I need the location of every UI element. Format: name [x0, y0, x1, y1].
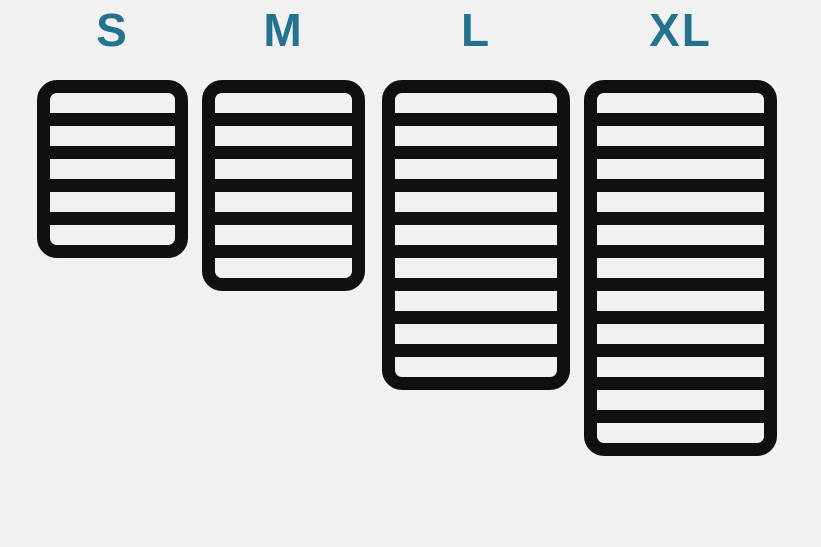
- size-column-m: M: [202, 0, 365, 291]
- slat-gap-row: [50, 192, 175, 212]
- slat-gap-row: [215, 93, 352, 113]
- slat-gap-row: [597, 126, 764, 146]
- rack-m: [202, 80, 365, 291]
- slat-gap-row: [215, 192, 352, 212]
- slat-gap-row: [395, 357, 557, 377]
- slat-gap-row: [50, 126, 175, 146]
- slat-gap-row: [597, 324, 764, 344]
- slat-gap-row: [215, 126, 352, 146]
- slat-gap-row: [395, 225, 557, 245]
- slat-gap-row: [597, 258, 764, 278]
- slat-gap-row: [395, 159, 557, 179]
- size-label-m: M: [263, 4, 304, 56]
- size-label-l: L: [460, 4, 492, 56]
- slat-gap-row: [597, 159, 764, 179]
- slat-gap-row: [395, 93, 557, 113]
- size-column-l: L: [382, 0, 570, 390]
- slat-gap-row: [395, 126, 557, 146]
- slat-gap-row: [50, 225, 175, 245]
- size-label-xl: XL: [649, 4, 712, 56]
- slat-gap-row: [395, 291, 557, 311]
- rack-l: [382, 80, 570, 390]
- slat-gap-row: [215, 258, 352, 278]
- rack-s: [37, 80, 188, 258]
- slat-gap-row: [597, 423, 764, 443]
- slat-gap-row: [50, 159, 175, 179]
- slat-gap-row: [597, 357, 764, 377]
- slat-gap-row: [597, 225, 764, 245]
- size-label-s: S: [96, 4, 129, 56]
- rack-xl: [584, 80, 777, 456]
- slat-gap-row: [597, 291, 764, 311]
- slat-gap-row: [215, 159, 352, 179]
- slat-gap-row: [597, 192, 764, 212]
- slat-gap-row: [395, 192, 557, 212]
- slat-gap-row: [597, 93, 764, 113]
- size-column-s: S: [37, 0, 188, 258]
- slat-gap-row: [395, 258, 557, 278]
- slat-gap-row: [215, 225, 352, 245]
- size-column-xl: XL: [584, 0, 777, 456]
- slat-gap-row: [597, 390, 764, 410]
- slat-gap-row: [395, 324, 557, 344]
- slat-gap-row: [50, 93, 175, 113]
